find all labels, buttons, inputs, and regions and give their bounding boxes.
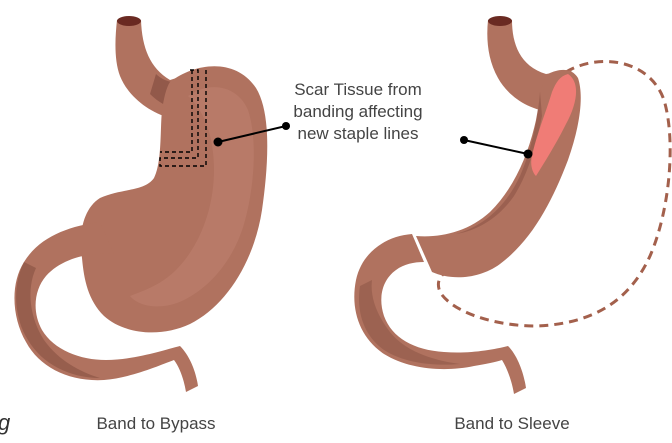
right-esophagus-opening [488, 16, 512, 26]
caption-band-to-bypass: Band to Bypass [76, 414, 236, 434]
scar-tissue-callout: Scar Tissue from banding affecting new s… [272, 79, 444, 145]
left-stomach [14, 16, 290, 392]
callout-line-3: new staple lines [272, 123, 444, 145]
right-callout-dot [524, 150, 533, 159]
caption-band-to-sleeve: Band to Sleeve [432, 414, 592, 434]
right-callout-line [464, 140, 528, 154]
right-callout-start [460, 136, 468, 144]
callout-line-2: banding affecting [272, 101, 444, 123]
left-callout-dot [214, 138, 223, 147]
cropped-edge-text: g [0, 410, 10, 436]
callout-line-1: Scar Tissue from [272, 79, 444, 101]
right-stomach [354, 16, 670, 394]
left-esophagus-opening [117, 16, 141, 26]
